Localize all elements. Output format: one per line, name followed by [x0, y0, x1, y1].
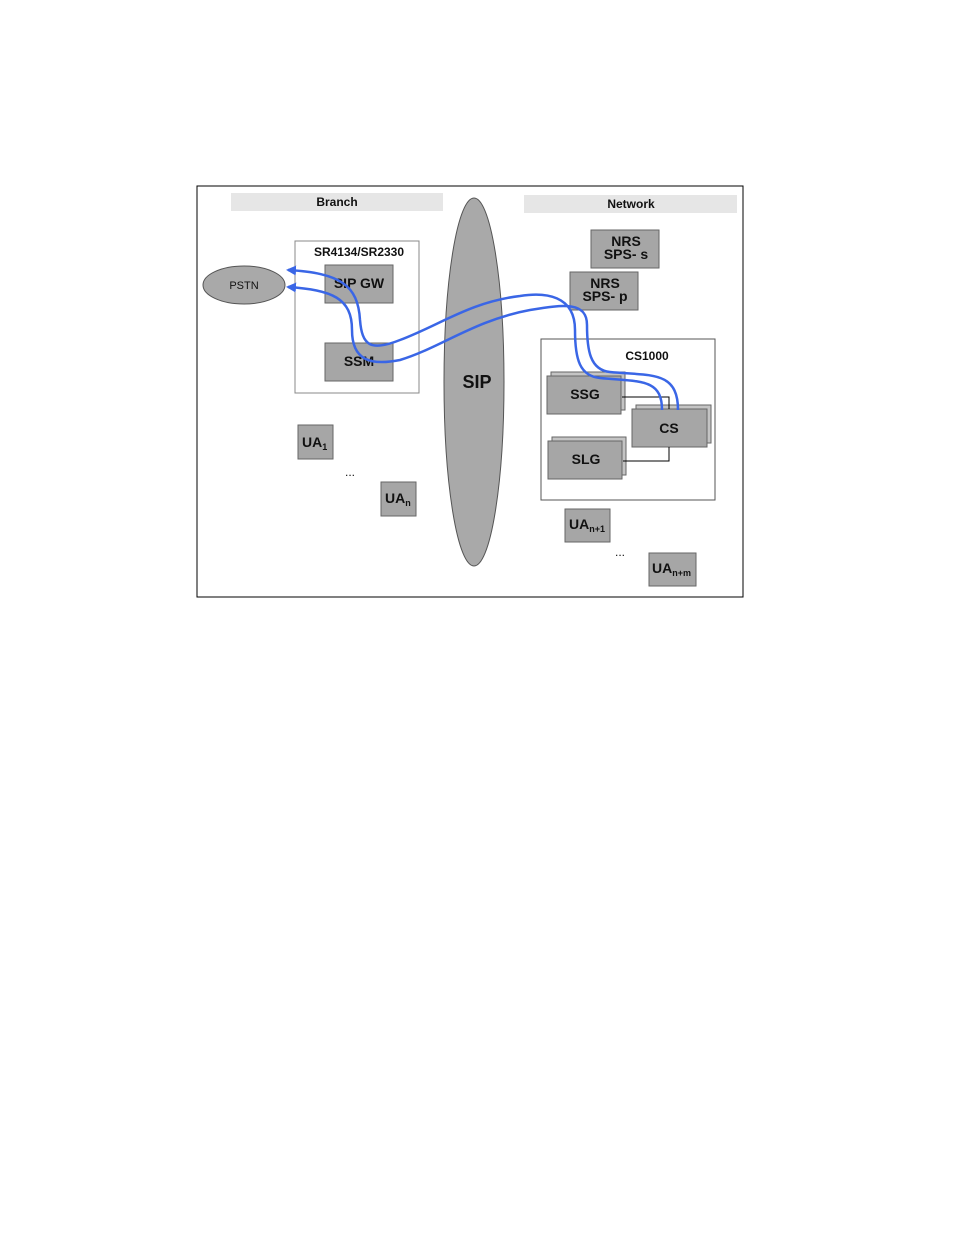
cs-label: CS	[659, 420, 678, 436]
ua-n-node: UAn	[381, 482, 416, 516]
slg-label: SLG	[572, 451, 601, 467]
pstn-label: PSTN	[229, 280, 258, 292]
ua-n1-node: UAn+1	[565, 509, 610, 542]
nrs-p-line2: SPS- p	[582, 288, 627, 304]
branch-ellipsis: ...	[345, 465, 355, 479]
ua-nm-node: UAn+m	[649, 553, 696, 586]
nrs-sps-p-node: NRS SPS- p	[570, 272, 638, 310]
ua-1-node: UA1	[298, 425, 333, 459]
branch-header: Branch	[231, 193, 443, 211]
router-label: SR4134/SR2330	[314, 245, 404, 259]
pstn-node: PSTN	[203, 266, 285, 304]
sip-cloud-label: SIP	[462, 372, 491, 392]
nrs-sps-s-node: NRS SPS- s	[591, 230, 659, 268]
branch-header-label: Branch	[316, 195, 357, 209]
sip-cloud: SIP	[444, 198, 504, 566]
cs-node: CS	[632, 405, 711, 447]
nrs-s-line2: SPS- s	[604, 246, 649, 262]
ssg-label: SSG	[570, 386, 600, 402]
network-header: Network	[524, 195, 737, 213]
slg-node: SLG	[548, 437, 626, 479]
cs1000-label: CS1000	[625, 349, 669, 363]
network-header-label: Network	[607, 197, 655, 211]
network-ellipsis: ...	[615, 545, 625, 559]
